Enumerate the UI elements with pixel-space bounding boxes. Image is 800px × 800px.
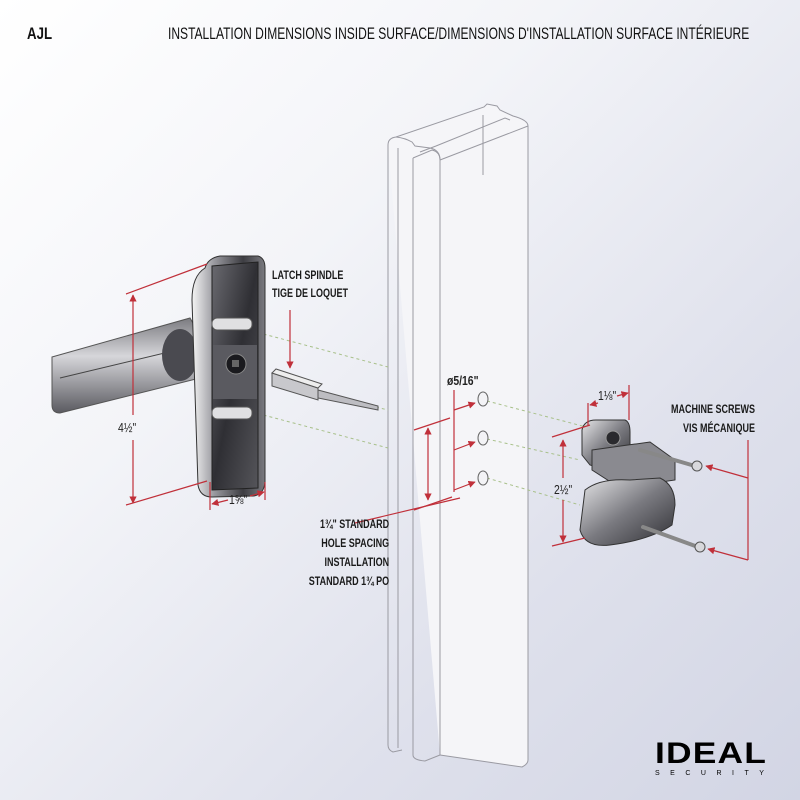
latch-height-dimension: 2½" bbox=[554, 482, 573, 497]
hole-spacing-line2: HOLE SPACING bbox=[321, 536, 389, 550]
hole-spacing-label: 1¾" STANDARD HOLE SPACING INSTALLATION S… bbox=[309, 515, 389, 591]
latch-spindle-en: LATCH SPINDLE bbox=[272, 268, 344, 282]
hole-spacing-line1: 1¾" STANDARD bbox=[319, 517, 389, 531]
interior-latch bbox=[579, 419, 706, 553]
logo-brand: IDEAL bbox=[655, 737, 768, 770]
dimension-lines bbox=[125, 263, 749, 561]
ideal-security-logo: IDEAL SECURITY bbox=[655, 739, 775, 778]
page-title: INSTALLATION DIMENSIONS INSIDE SURFACE/D… bbox=[168, 24, 750, 43]
machine-screws-fr: VIS MÉCANIQUE bbox=[682, 421, 755, 435]
machine-screws-en: MACHINE SCREWS bbox=[670, 402, 755, 416]
handle-height-dimension: 4½" bbox=[118, 420, 137, 435]
door-frame bbox=[387, 103, 529, 768]
model-code: AJL bbox=[27, 24, 53, 43]
logo-sub: SECURITY bbox=[655, 770, 775, 777]
screw-holes bbox=[477, 391, 489, 486]
latch-spindle bbox=[271, 368, 379, 411]
latch-spindle-label: LATCH SPINDLE TIGE DE LOQUET bbox=[272, 266, 348, 302]
hole-diameter-dimension: ø5/16" bbox=[447, 373, 479, 388]
handle-width-dimension: 1⅝" bbox=[229, 492, 248, 507]
exterior-handle bbox=[51, 255, 266, 498]
latch-spindle-fr: TIGE DE LOQUET bbox=[272, 286, 349, 300]
hole-spacing-line3: INSTALLATION bbox=[324, 555, 389, 569]
machine-screws-label: MACHINE SCREWS VIS MÉCANIQUE bbox=[671, 400, 755, 438]
latch-width-dimension: 1⅛" bbox=[598, 388, 617, 403]
hole-spacing-line4: STANDARD 1¾ PO bbox=[308, 574, 389, 588]
